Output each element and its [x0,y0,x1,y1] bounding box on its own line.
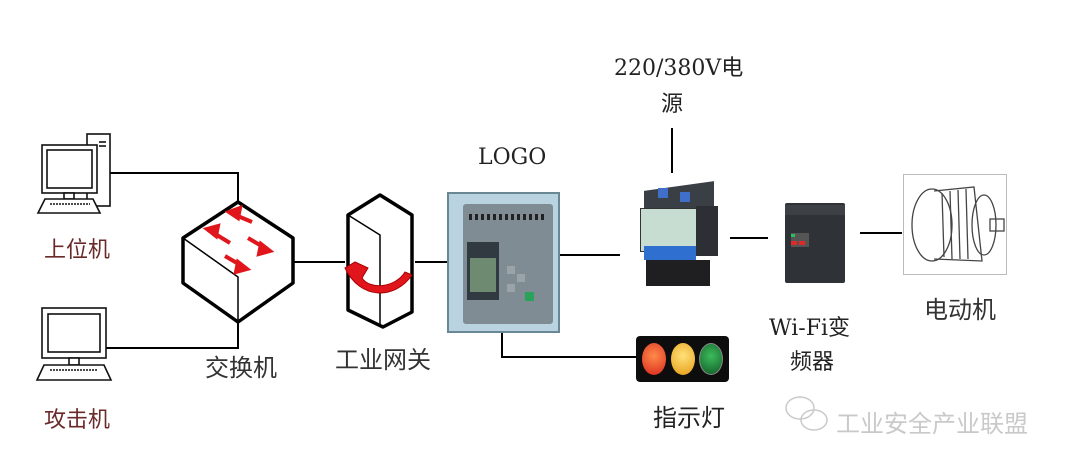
frequency-converter-icon [785,203,845,283]
attacker-pc-label: 攻击机 [44,408,111,433]
yellow-light [671,343,695,375]
motor-label: 电动机 [924,296,996,324]
power-label-line2: 源 [661,92,684,117]
logo-plc-device [447,192,560,333]
switch-label: 交换机 [205,354,277,382]
power-label-line1: 220/380V电 [614,56,744,81]
red-light [642,343,666,375]
watermark-text: 工业安全产业联盟 [836,410,1028,438]
green-light [699,343,723,375]
edge-attacker-switch [75,320,239,349]
contactor-icon [634,178,726,293]
host-pc-label: 上位机 [44,238,111,263]
logo-label: LOGO [478,145,547,170]
vfd-label-line1: Wi-Fi变 [769,316,850,341]
vfd-label-line2: 频器 [790,350,835,375]
electric-motor-icon [903,174,1007,275]
traffic-light-icon [636,336,729,382]
edge-logo-indicator [501,333,636,358]
edge-host-switch [75,172,239,205]
indicator-label: 指示灯 [653,404,725,432]
gateway-label: 工业网关 [335,346,431,374]
